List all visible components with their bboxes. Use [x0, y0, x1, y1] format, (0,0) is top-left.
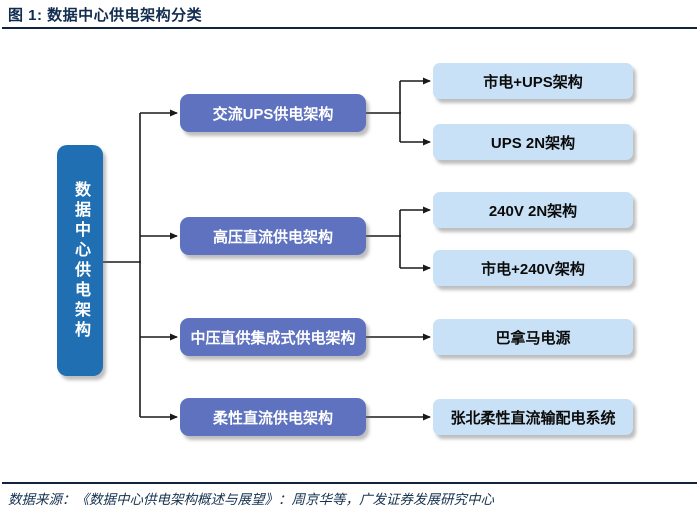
branch-node-mv-integrated: 中压直供集成式供电架构 — [180, 318, 366, 356]
leaf-node-zhangbei-system: 张北柔性直流输配电系统 — [433, 399, 633, 435]
data-source-note: 数据来源：《数据中心供电架构概述与展望》：周京华等，广发证券发展研究中心 — [8, 492, 494, 508]
leaf-node-mains-ups: 市电+UPS架构 — [433, 63, 633, 99]
leaf-node-mains-240v: 市电+240V架构 — [433, 250, 633, 286]
branch-node-flexible-dc: 柔性直流供电架构 — [180, 398, 366, 436]
branch-node-hvdc: 高压直流供电架构 — [180, 217, 366, 255]
leaf-node-240v-2n: 240V 2N架构 — [433, 192, 633, 228]
footer-divider — [2, 482, 697, 484]
root-node-datacenter-power: 数据中心供电架构 — [57, 145, 103, 376]
title-divider — [2, 27, 697, 29]
leaf-node-panama-power: 巴拿马电源 — [433, 319, 633, 355]
branch-node-ac-ups: 交流UPS供电架构 — [180, 94, 366, 132]
figure-title: 图 1: 数据中心供电架构分类 — [8, 7, 203, 24]
leaf-node-ups-2n: UPS 2N架构 — [433, 124, 633, 160]
